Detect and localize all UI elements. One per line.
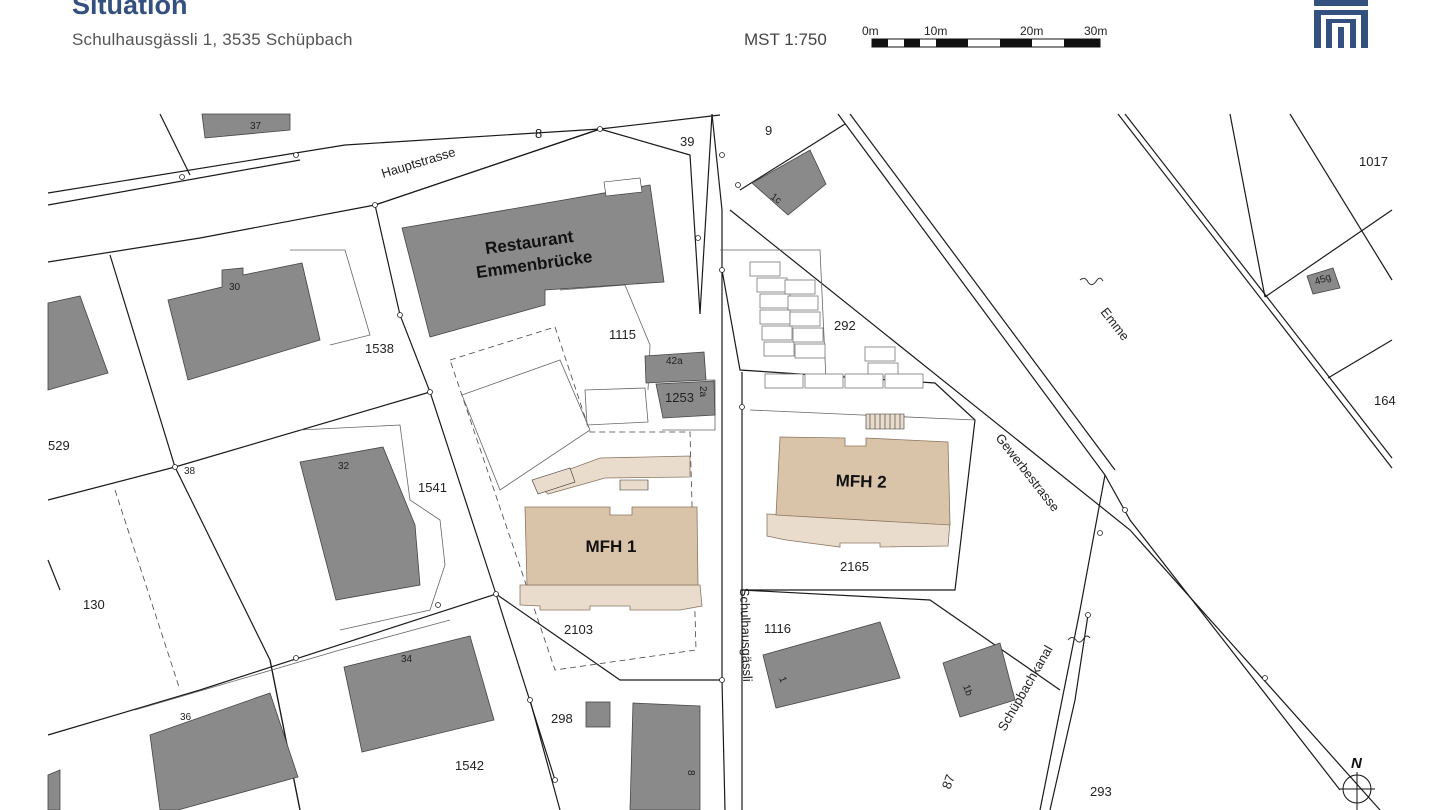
building-number: 42a (666, 356, 683, 367)
scale-tick-label: 0m (862, 24, 879, 38)
site-map: Restaurant Emmenbrücke MFH 1 MFH 2 8 39 … (47, 113, 1396, 810)
parcel-number: 2165 (840, 559, 869, 574)
planning-perimeter (114, 326, 697, 691)
parcel-number: 529 (48, 438, 70, 453)
parcel-number: 87 (939, 772, 958, 791)
building-1 (762, 621, 901, 709)
boundary-markers (172, 126, 1268, 783)
parcel-number: 38 (184, 466, 196, 477)
building-37 (201, 113, 291, 139)
parcel-number: 292 (834, 318, 856, 333)
building-1c (751, 149, 827, 216)
parcel-number: 1542 (455, 758, 484, 773)
building-restaurant (401, 184, 665, 338)
building-number: 36 (180, 712, 192, 723)
parcel-number: 298 (551, 711, 573, 726)
scale-tick-label: 30m (1084, 24, 1107, 38)
mfh1-label: MFH 1 (586, 537, 637, 556)
building-number: 2a (697, 386, 708, 398)
parcel-number: 2103 (564, 622, 593, 637)
parcel-number: 1538 (365, 341, 394, 356)
building-number: 34 (401, 654, 413, 665)
building-34 (343, 635, 495, 753)
company-logo-icon (1314, 0, 1368, 48)
building-42a (644, 351, 707, 384)
new-buildings (519, 436, 951, 611)
river-label-emme: Emme (1098, 305, 1133, 344)
parcel-number: 1115 (609, 327, 636, 342)
page-title: Situation (72, 0, 188, 20)
building-number: 30 (229, 282, 241, 293)
building-1253 (655, 380, 716, 419)
parcel-number: 8 (535, 126, 542, 141)
building-number: 32 (338, 461, 350, 472)
parcel-number: 164 (1374, 393, 1396, 408)
building-number: 45g (1313, 272, 1332, 288)
scale-bar: 0m 10m 20m 30m (862, 24, 1107, 48)
building-1b (942, 642, 1016, 718)
address-subtitle: Schulhausgässli 1, 3535 Schüpbach (72, 30, 353, 49)
parcel-number: 9 (765, 123, 772, 138)
scale-tick-label: 20m (1020, 24, 1043, 38)
mfh2-label: MFH 2 (835, 471, 887, 492)
scale-label: MST 1:750 (744, 30, 827, 49)
existing-buildings (47, 113, 1341, 810)
site-details (134, 249, 976, 711)
building-small-298 (585, 701, 611, 728)
street-label-hauptstrasse: Hauptstrasse (379, 144, 457, 181)
parking-spaces (749, 261, 924, 389)
building-mfh1-terrace (519, 584, 703, 611)
water-symbols (1067, 277, 1104, 643)
parcel-number: 293 (1090, 784, 1112, 799)
building-8 (629, 702, 701, 810)
stairs (531, 177, 905, 495)
parcel-number: 1116 (764, 621, 791, 636)
building-number: 1b (960, 683, 974, 698)
parcel-number: 130 (83, 597, 105, 612)
access-ramp (534, 455, 691, 495)
building-number: 1c (768, 191, 783, 206)
building-45g (1306, 267, 1341, 295)
building-36 (149, 692, 299, 810)
building-mfh2 (775, 436, 951, 526)
street-label-gewerbestrasse: Gewerbestrasse (993, 431, 1063, 515)
building-30 (167, 262, 321, 381)
parcel-number: 39 (680, 134, 694, 149)
building-number: 37 (250, 121, 262, 132)
parcel-number: 1541 (418, 480, 447, 495)
street-label-schulhausgaessli: Schulhausgässli (737, 588, 755, 683)
parcel-number: 1017 (1359, 154, 1388, 169)
parcel-number: 1253 (665, 390, 694, 405)
scale-tick-label: 10m (924, 24, 947, 38)
building-number: 8 (685, 770, 696, 776)
north-label: N (1351, 755, 1363, 772)
building-number: 1 (776, 675, 788, 684)
building-mfh1 (524, 506, 699, 586)
building-32 (299, 446, 421, 601)
north-arrow-icon: N (1340, 755, 1375, 810)
